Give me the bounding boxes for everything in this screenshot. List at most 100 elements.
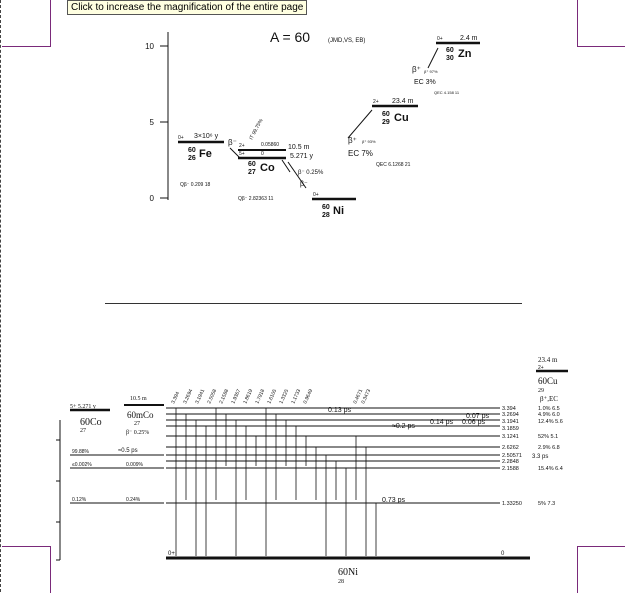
co-symbol: Co <box>260 162 275 174</box>
co-metastable-beta: β⁻ 0.25% <box>126 430 149 436</box>
lifetime-0-73ps: 0.73 ps <box>382 497 405 504</box>
co-metastable-z: 27 <box>134 421 140 427</box>
crop-mark-top-right <box>577 0 625 47</box>
lifetime-0-07ps: 0.07 ps <box>466 413 489 420</box>
co-ground-z: 27 <box>80 428 86 434</box>
co-ground-symbol: 60Co <box>80 417 102 428</box>
svg-text:2.1588: 2.1588 <box>218 388 230 405</box>
fe-beta-label: β⁻ <box>228 138 237 147</box>
level-feed: 2.9% 6.8 <box>538 445 560 451</box>
level-energy: 3.2694 <box>502 412 519 418</box>
fe-halflife: 3×10⁶ y <box>194 133 219 140</box>
svg-text:1.3325: 1.3325 <box>278 388 290 405</box>
co-q: Qβ⁻ 2.82363 11 <box>238 196 274 202</box>
co-ground-label: 5+ 5.271 y <box>70 404 96 410</box>
ni-bottom-z: 28 <box>338 579 344 585</box>
level-feed: 1.0% 6.5 <box>538 406 560 412</box>
co-it-label: IT 99.75% <box>248 118 264 141</box>
cu-symbol: Cu <box>394 112 409 124</box>
co-metastable-halflife: 10.5 m <box>130 396 147 402</box>
section-divider <box>105 303 522 304</box>
axis-tick-5: 5 <box>150 118 155 127</box>
fe-q: Qβ⁻ 0.209 18 <box>180 182 210 188</box>
zn-symbol: Zn <box>458 48 472 60</box>
svg-text:0.4671: 0.4671 <box>352 388 364 405</box>
co-spin-isomer: 2+ <box>239 143 245 149</box>
cu-parent-decay: β⁺,EC <box>540 395 558 403</box>
svg-text:2.5058: 2.5058 <box>206 388 218 405</box>
zn-bplus-branch: β⁺ 97% <box>424 69 438 74</box>
co-spin-ground: 5+ <box>239 151 245 157</box>
level-energy: 2.50571 <box>502 453 522 459</box>
svg-text:3.1941: 3.1941 <box>194 388 206 405</box>
svg-text:0.9649: 0.9649 <box>302 388 314 405</box>
level-feed: 12.4% 5.6 <box>538 419 563 425</box>
zn-q: QEC 4.158 11 <box>434 90 460 95</box>
zn-mass: 60 <box>446 47 454 54</box>
level-energy: 2.6262 <box>502 445 519 451</box>
level-feed: 5% 7.3 <box>538 501 555 507</box>
cu-bplus-branch: β⁺ 93% <box>362 139 376 144</box>
co-metastable-symbol: 60mCo <box>127 410 154 420</box>
cu-parent-symbol: 60Cu <box>538 376 558 386</box>
svg-text:3.2694: 3.2694 <box>182 388 194 405</box>
fe-z: 26 <box>188 155 196 162</box>
level-feed: 4.9% 6.0 <box>538 412 560 418</box>
axis-tick-0: 0 <box>150 194 155 203</box>
branch-0-009: 0.009% <box>126 462 144 468</box>
zn-spin: 0+ <box>437 36 443 42</box>
svg-text:1.9367: 1.9367 <box>230 388 242 405</box>
fe-spin: 0+ <box>178 135 184 141</box>
bottom-diagram: 5+ 5.271 y 60Co 27 10.5 m 60mCo 27 β⁻ 0.… <box>56 356 568 585</box>
ni-z: 28 <box>322 212 330 219</box>
svg-text:1.6105: 1.6105 <box>266 388 278 405</box>
zn-bplus-label: β⁺ <box>412 65 421 74</box>
level-energy: 3.1941 <box>502 419 519 425</box>
cu-z: 29 <box>382 119 390 126</box>
ni-spin: 0+ <box>313 192 319 198</box>
zn-ec-label: EC 3% <box>414 79 436 86</box>
level-energy: 3.1859 <box>502 426 519 432</box>
branch-0-24: 0.24% <box>126 497 141 503</box>
level-energy: 2.1588 <box>502 466 519 472</box>
fe-symbol: Fe <box>199 148 212 160</box>
zn-halflife: 2.4 m <box>460 35 478 42</box>
lifetime-0-2ps: ≈0.2 ps <box>392 423 415 430</box>
cu-ec-label: EC 7% <box>348 149 373 158</box>
lifetime-3-3ps: 3.3 ps <box>532 454 548 460</box>
cu-parent-spin: 2+ <box>538 365 544 371</box>
co-halflife-isomer: 10.5 m <box>288 144 310 151</box>
top-diagram: 10 5 0 A = 60 (JMD,VS, EB) 0+ 3×10⁶ y 60… <box>145 29 480 219</box>
cu-parent-halflife: 23.4 m <box>538 356 558 364</box>
branch-99-88: 99.88% <box>72 449 90 455</box>
magnify-tooltip[interactable]: Click to increase the magnification of t… <box>67 0 308 15</box>
svg-text:3.394: 3.394 <box>170 391 181 405</box>
crop-mark-bottom-right <box>577 546 625 593</box>
zn-z: 30 <box>446 55 454 62</box>
cu-q: QEC 6.1268 21 <box>376 162 411 168</box>
cu-halflife: 23.4 m <box>392 98 414 105</box>
co-halflife-ground: 5.271 y <box>290 153 313 160</box>
cu-bplus-label: β⁺ <box>348 136 357 145</box>
left-margin-rule <box>0 0 1 592</box>
lifetime-0-06ps: 0.06 ps <box>462 419 485 426</box>
level-energy: 2.2848 <box>502 459 519 465</box>
ni-symbol: Ni <box>333 205 344 217</box>
cu-parent-z: 29 <box>538 388 544 394</box>
crop-mark-bottom-left <box>2 546 51 593</box>
ground-energy: 0 <box>501 551 505 557</box>
lifetime-0-13ps: 0.13 ps <box>328 407 351 414</box>
level-energy: 3.394 <box>502 406 516 412</box>
svg-text:1.7918: 1.7918 <box>254 388 266 405</box>
diagram-title: A = 60 <box>270 29 310 45</box>
svg-text:0.3473: 0.3473 <box>360 388 372 405</box>
axis-tick-10: 10 <box>145 42 154 51</box>
crop-mark-top-left <box>2 0 51 47</box>
lifetime-0-5ps: ≈0.5 ps <box>118 448 138 454</box>
ground-spin: 0+ <box>168 551 175 557</box>
diagram-source: (JMD,VS, EB) <box>328 38 365 44</box>
co-energy-isomer: 0.05860 <box>261 142 279 148</box>
co-z: 27 <box>248 169 256 176</box>
cu-mass: 60 <box>382 111 390 118</box>
branch-0-12: 0.12% <box>72 497 87 503</box>
